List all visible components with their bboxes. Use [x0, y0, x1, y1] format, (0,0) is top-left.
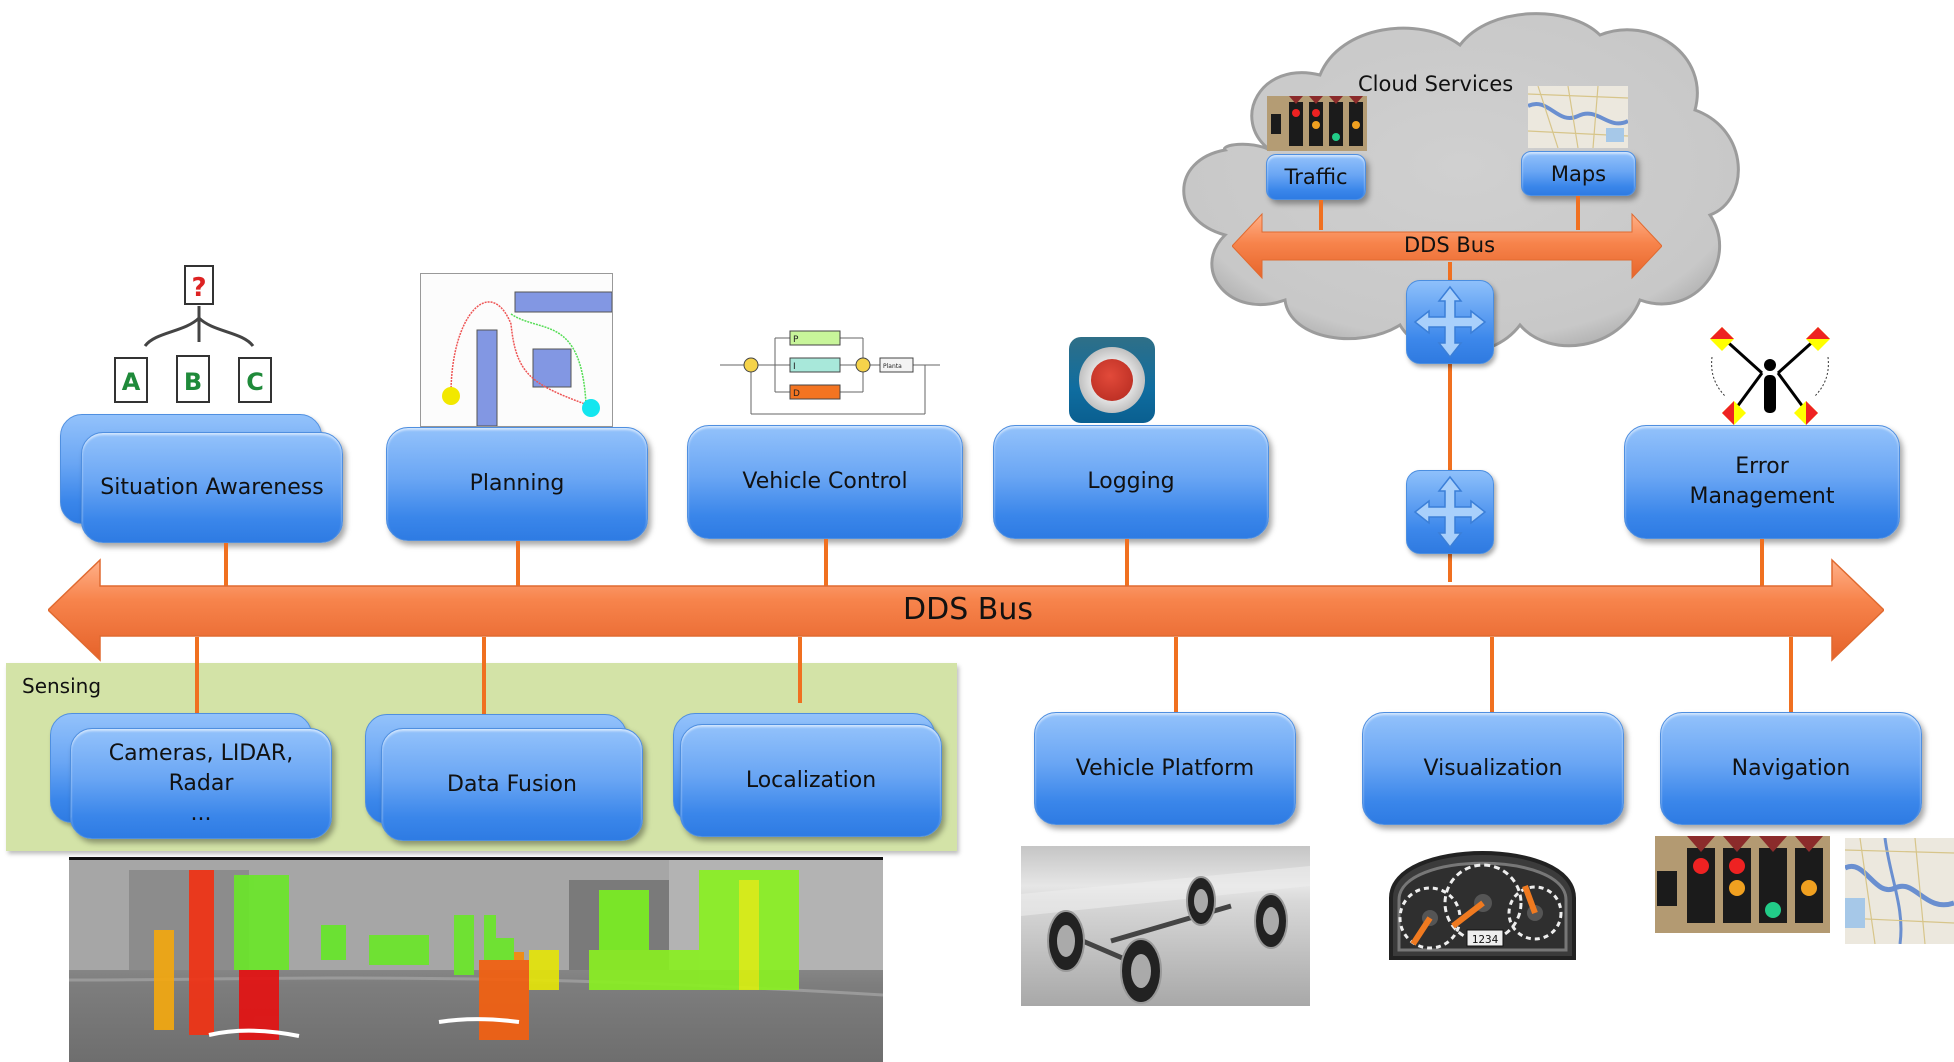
odometer-reading: 1234 [1472, 933, 1499, 946]
data-fusion-label: Data Fusion [447, 771, 577, 797]
traffic-service-label: Traffic [1284, 165, 1348, 189]
navigation-box[interactable]: Navigation [1660, 712, 1922, 825]
logging-connector [1125, 539, 1129, 589]
path-planning-image [420, 273, 613, 427]
decision-tree-icon: ? A B C [114, 265, 272, 403]
main-dds-bus-label: DDS Bus [903, 592, 1034, 627]
street-scene-lidar-image [69, 857, 883, 1062]
vehicle-control-connector [824, 539, 828, 589]
data-fusion-connector [482, 637, 486, 717]
sensing-title: Sensing [22, 674, 102, 698]
svg-text:A: A [122, 368, 141, 396]
maps-service-label: Maps [1550, 161, 1607, 186]
pid-d-label: D [793, 389, 800, 399]
cameras-lidar-radar-box[interactable]: Cameras, LIDAR, Radar ... [70, 728, 332, 839]
visualization-box[interactable]: Visualization [1362, 712, 1624, 825]
cloud-dds-bus [1232, 212, 1662, 280]
traffic-lights-image [1267, 96, 1367, 151]
vehicle-platform-label: Vehicle Platform [1075, 755, 1255, 781]
planning-connector [516, 541, 520, 589]
data-fusion-box[interactable]: Data Fusion [381, 728, 643, 841]
situation-awareness-label: Situation Awareness [100, 474, 324, 500]
traffic-connector [1319, 200, 1323, 230]
error-management-label-line1: Error [1735, 454, 1789, 479]
record-button-icon [1069, 337, 1155, 423]
planning-box[interactable]: Planning [386, 427, 648, 541]
logging-box[interactable]: Logging [993, 425, 1269, 539]
cameras-label-line1: Cameras, LIDAR, [108, 740, 294, 766]
cloud-router-connector [1448, 262, 1452, 582]
pid-i-label: I [793, 362, 796, 372]
situation-awareness-box[interactable]: Situation Awareness [81, 432, 343, 543]
cameras-connector [195, 637, 199, 717]
cloud-dds-bus-label: DDS Bus [1404, 233, 1496, 257]
error-management-box[interactable]: Error Management [1624, 425, 1900, 539]
navigation-traffic-lights-image [1655, 836, 1830, 933]
vehicle-control-label: Vehicle Control [742, 469, 908, 494]
vehicle-platform-box[interactable]: Vehicle Platform [1034, 712, 1296, 825]
error-management-label-line2: Management [1689, 484, 1835, 509]
navigation-label: Navigation [1731, 755, 1851, 781]
pid-plant-label: Planta [883, 363, 902, 370]
svg-text:B: B [184, 368, 202, 396]
svg-text:?: ? [191, 273, 206, 303]
gateway-router[interactable] [1406, 470, 1494, 554]
cameras-label-line3: ... [190, 800, 212, 826]
dashboard-gauge-image: 1234 [1389, 851, 1576, 960]
localization-box[interactable]: Localization [680, 724, 942, 837]
main-dds-bus [48, 558, 1884, 662]
maps-connector [1576, 196, 1580, 230]
navigation-connector [1789, 637, 1793, 713]
error-management-connector [1760, 539, 1764, 589]
planning-label: Planning [469, 471, 565, 496]
svg-text:C: C [246, 368, 264, 396]
visualization-connector [1490, 637, 1494, 713]
localization-label: Localization [745, 767, 877, 793]
cloud-services-title: Cloud Services [1358, 72, 1514, 96]
vehicle-control-box[interactable]: Vehicle Control [687, 425, 963, 539]
localization-connector [798, 637, 802, 703]
pid-controller-diagram: P I D Planta [720, 330, 940, 415]
visualization-label: Visualization [1423, 755, 1563, 781]
navigation-map-image [1845, 838, 1954, 944]
cloud-router[interactable] [1406, 280, 1494, 364]
traffic-service-box[interactable]: Traffic [1266, 154, 1366, 200]
pid-p-label: P [793, 335, 799, 345]
situation-awareness-connector [224, 543, 228, 589]
semaphore-flags-icon [1710, 327, 1830, 425]
car-chassis-image [1021, 846, 1310, 1006]
vehicle-platform-connector [1174, 637, 1178, 713]
cameras-label-line2: Radar [168, 770, 234, 796]
maps-service-box[interactable]: Maps [1521, 151, 1636, 196]
city-map-image [1528, 86, 1628, 148]
logging-label: Logging [1087, 469, 1175, 494]
